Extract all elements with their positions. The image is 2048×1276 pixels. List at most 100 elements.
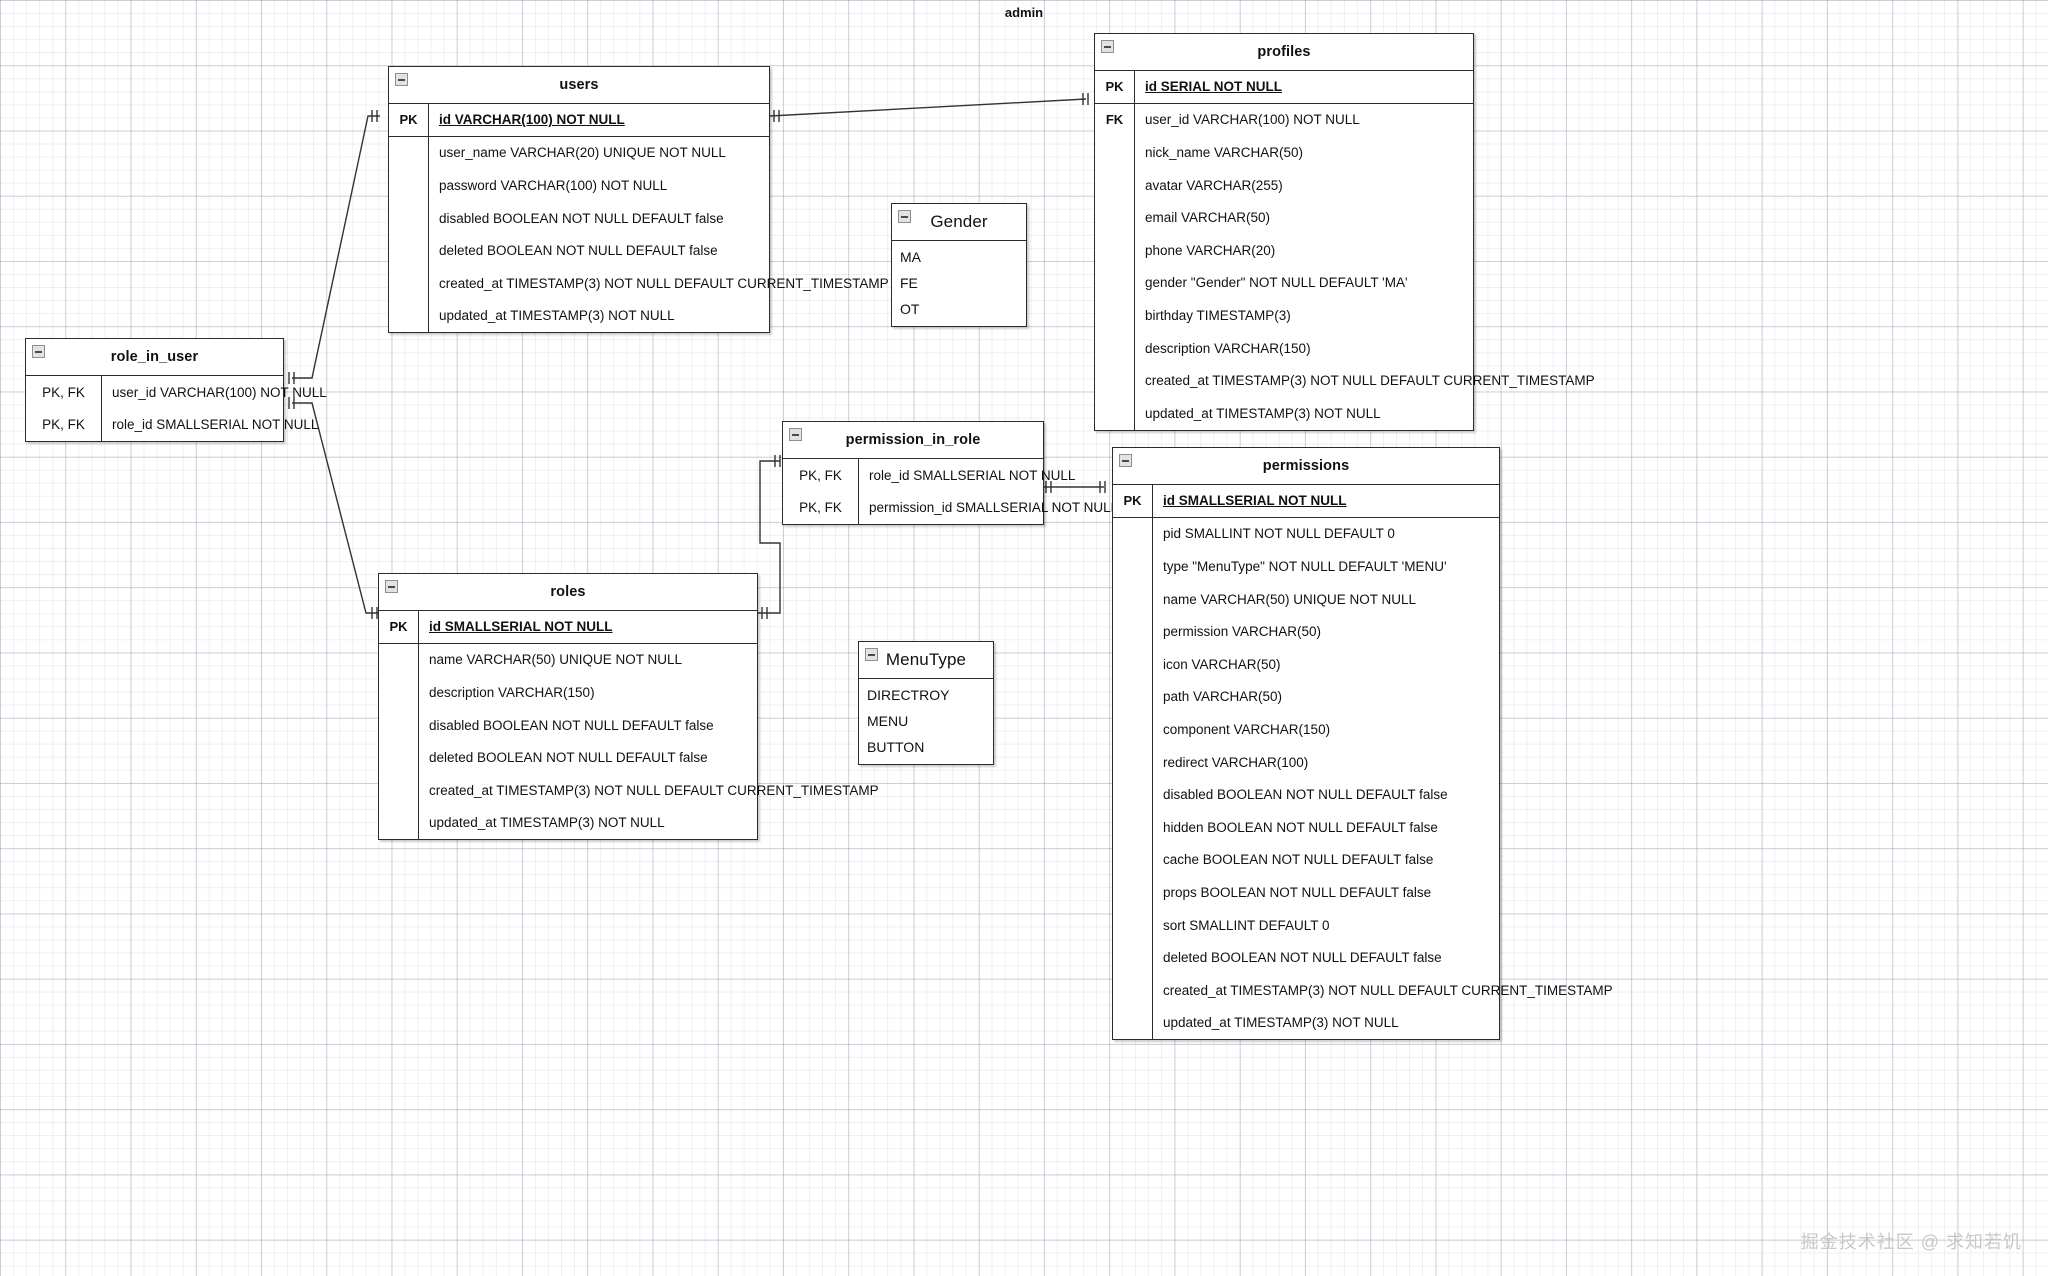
field-label: updated_at TIMESTAMP(3) NOT NULL — [429, 815, 665, 831]
field-row[interactable]: deleted BOOLEAN NOT NULL DEFAULT false — [389, 234, 769, 267]
field-row[interactable]: sort SMALLINT DEFAULT 0 — [1113, 908, 1499, 942]
field-label: email VARCHAR(50) — [1145, 210, 1271, 226]
field-row[interactable]: description VARCHAR(150) — [379, 676, 757, 709]
field-row[interactable]: user_name VARCHAR(20) UNIQUE NOT NULL — [389, 136, 769, 170]
entity-body-users: PK id VARCHAR(100) NOT NULL user_name VA… — [389, 104, 889, 333]
field-row[interactable]: updated_at TIMESTAMP(3) NOT NULL — [1113, 1006, 1499, 1040]
key-label — [1095, 331, 1135, 365]
entity-header-users[interactable]: users — [389, 67, 769, 104]
entity-permissions[interactable]: permissions PK id SMALLSERIAL NOT NULL p… — [1112, 447, 1613, 1041]
enum-header-gender[interactable]: Gender — [892, 204, 1026, 241]
entity-permission-in-role[interactable]: permission_in_role PK, FK role_id SMALLS… — [782, 421, 1118, 526]
entity-roles[interactable]: roles PK id SMALLSERIAL NOT NULL name VA… — [378, 573, 879, 841]
field-row[interactable]: PK id SERIAL NOT NULL — [1095, 71, 1473, 104]
entity-header-profiles[interactable]: profiles — [1095, 34, 1473, 71]
entity-header-role-in-user[interactable]: role_in_user — [26, 339, 283, 376]
field-label: path VARCHAR(50) — [1163, 689, 1283, 705]
key-label: FK — [1095, 103, 1135, 137]
field-row[interactable]: name VARCHAR(50) UNIQUE NOT NULL — [379, 643, 757, 677]
field-row[interactable]: props BOOLEAN NOT NULL DEFAULT false — [1113, 876, 1499, 909]
field-label: user_id VARCHAR(100) NOT NULL — [112, 384, 327, 400]
field-label: redirect VARCHAR(100) — [1163, 754, 1309, 770]
field-row[interactable]: PK, FK permission_id SMALLSERIAL NOT NUL… — [783, 491, 1118, 525]
field-label: id SMALLSERIAL NOT NULL — [429, 619, 613, 635]
entity-header-roles[interactable]: roles — [379, 574, 757, 611]
key-label — [379, 806, 419, 840]
field-row[interactable]: created_at TIMESTAMP(3) NOT NULL DEFAULT… — [379, 773, 879, 807]
entity-header-permissions[interactable]: permissions — [1113, 448, 1499, 485]
field-row[interactable]: redirect VARCHAR(100) — [1113, 745, 1499, 779]
field-label: deleted BOOLEAN NOT NULL DEFAULT false — [439, 243, 718, 259]
field-row[interactable]: PK id SMALLSERIAL NOT NULL — [1113, 485, 1499, 518]
collapse-icon[interactable] — [32, 345, 45, 358]
collapse-icon[interactable] — [395, 73, 408, 86]
field-row[interactable]: updated_at TIMESTAMP(3) NOT NULL — [389, 299, 769, 333]
field-row[interactable]: deleted BOOLEAN NOT NULL DEFAULT false — [379, 741, 757, 774]
key-label — [1095, 233, 1135, 267]
enum-menutype[interactable]: MenuType DIRECTROY MENU BUTTON — [858, 641, 994, 765]
field-row[interactable]: PK id VARCHAR(100) NOT NULL — [389, 104, 769, 137]
field-row[interactable]: component VARCHAR(150) — [1113, 713, 1499, 746]
field-row[interactable]: deleted BOOLEAN NOT NULL DEFAULT false — [1113, 941, 1499, 974]
field-row[interactable]: cache BOOLEAN NOT NULL DEFAULT false — [1113, 843, 1499, 877]
field-row[interactable]: PK, FK role_id SMALLSERIAL NOT NULL — [26, 408, 318, 442]
field-row[interactable]: updated_at TIMESTAMP(3) NOT NULL — [1095, 396, 1473, 430]
key-label — [1095, 168, 1135, 202]
field-label: permission VARCHAR(50) — [1163, 624, 1322, 640]
field-label: sort SMALLINT DEFAULT 0 — [1163, 917, 1330, 933]
field-row[interactable]: created_at TIMESTAMP(3) NOT NULL DEFAULT… — [1095, 364, 1595, 397]
key-label — [379, 773, 419, 807]
field-row[interactable]: pid SMALLINT NOT NULL DEFAULT 0 — [1113, 517, 1499, 551]
field-row[interactable]: hidden BOOLEAN NOT NULL DEFAULT false — [1113, 810, 1499, 844]
field-row[interactable]: disabled BOOLEAN NOT NULL DEFAULT false — [1113, 778, 1499, 811]
entity-role-in-user[interactable]: role_in_user PK, FK user_id VARCHAR(100)… — [25, 338, 327, 443]
collapse-icon[interactable] — [865, 648, 878, 661]
entity-title: users — [559, 77, 599, 93]
enum-body-menutype: DIRECTROY MENU BUTTON — [859, 679, 993, 764]
field-row[interactable]: created_at TIMESTAMP(3) NOT NULL DEFAULT… — [389, 266, 889, 300]
enum-header-menutype[interactable]: MenuType — [859, 642, 993, 679]
field-row[interactable]: phone VARCHAR(20) — [1095, 233, 1473, 267]
field-row[interactable]: birthday TIMESTAMP(3) — [1095, 299, 1473, 332]
key-label — [1113, 517, 1153, 551]
key-label — [1113, 876, 1153, 909]
field-row[interactable]: name VARCHAR(50) UNIQUE NOT NULL — [1113, 582, 1499, 616]
field-label: user_name VARCHAR(20) UNIQUE NOT NULL — [439, 145, 726, 161]
key-label — [379, 741, 419, 774]
field-label: type "MenuType" NOT NULL DEFAULT 'MENU' — [1163, 558, 1447, 574]
field-row[interactable]: gender "Gender" NOT NULL DEFAULT 'MA' — [1095, 266, 1473, 300]
field-row[interactable]: PK id SMALLSERIAL NOT NULL — [379, 611, 757, 644]
field-row[interactable]: avatar VARCHAR(255) — [1095, 168, 1473, 202]
field-label: password VARCHAR(100) NOT NULL — [439, 177, 668, 193]
entity-users[interactable]: users PK id VARCHAR(100) NOT NULL user_n… — [388, 66, 889, 334]
field-row[interactable]: disabled BOOLEAN NOT NULL DEFAULT false — [379, 708, 757, 742]
field-row[interactable]: FK user_id VARCHAR(100) NOT NULL — [1095, 103, 1473, 137]
field-row[interactable]: PK, FK role_id SMALLSERIAL NOT NULL — [783, 459, 1075, 492]
collapse-icon[interactable] — [1119, 454, 1132, 467]
key-label — [1113, 941, 1153, 974]
entity-profiles[interactable]: profiles PK id SERIAL NOT NULL FK user_i… — [1094, 33, 1595, 431]
entity-header-permission-in-role[interactable]: permission_in_role — [783, 422, 1043, 459]
collapse-icon[interactable] — [1101, 40, 1114, 53]
field-row[interactable]: permission VARCHAR(50) — [1113, 615, 1499, 648]
field-row[interactable]: path VARCHAR(50) — [1113, 680, 1499, 714]
field-row[interactable]: updated_at TIMESTAMP(3) NOT NULL — [379, 806, 757, 840]
collapse-icon[interactable] — [789, 428, 802, 441]
field-label: component VARCHAR(150) — [1163, 721, 1331, 737]
field-row[interactable]: PK, FK user_id VARCHAR(100) NOT NULL — [26, 376, 327, 409]
key-label — [389, 234, 429, 267]
enum-gender[interactable]: Gender MA FE OT — [891, 203, 1027, 327]
field-row[interactable]: password VARCHAR(100) NOT NULL — [389, 169, 769, 202]
field-row[interactable]: created_at TIMESTAMP(3) NOT NULL DEFAULT… — [1113, 973, 1613, 1007]
field-row[interactable]: description VARCHAR(150) — [1095, 331, 1473, 365]
field-row[interactable]: nick_name VARCHAR(50) — [1095, 136, 1473, 169]
collapse-icon[interactable] — [898, 210, 911, 223]
field-row[interactable]: disabled BOOLEAN NOT NULL DEFAULT false — [389, 201, 769, 235]
key-label — [1113, 615, 1153, 648]
collapse-icon[interactable] — [385, 580, 398, 593]
field-row[interactable]: type "MenuType" NOT NULL DEFAULT 'MENU' — [1113, 550, 1499, 583]
field-row[interactable]: email VARCHAR(50) — [1095, 201, 1473, 234]
field-row[interactable]: icon VARCHAR(50) — [1113, 647, 1499, 681]
field-label: disabled BOOLEAN NOT NULL DEFAULT false — [429, 717, 714, 733]
